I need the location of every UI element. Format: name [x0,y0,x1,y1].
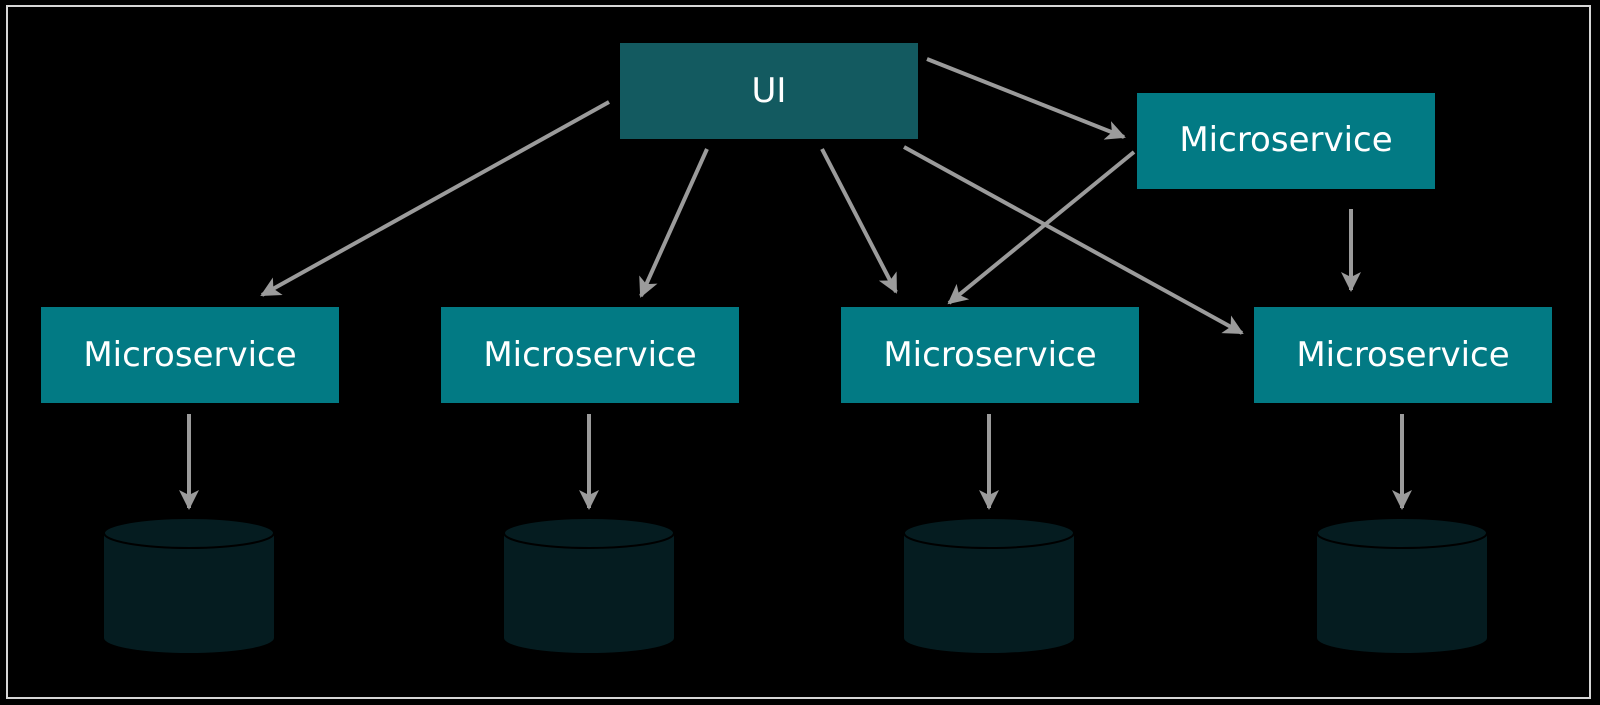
diagram-frame [6,5,1591,699]
ui-box [620,43,918,139]
microservice-label: Microservice [883,335,1096,375]
edge-service-top-right-to-service-3 [947,150,1136,305]
microservice-label: Microservice [83,335,296,375]
microservice-label: Microservice [1179,120,1392,160]
database-icon [1316,517,1488,653]
microservice-box [41,307,339,403]
microservice-box [441,307,739,403]
edge-ui-to-service-4 [903,145,1244,335]
microservice-label: Microservice [483,335,696,375]
ui-label: UI [752,71,787,111]
database-icon [503,517,675,653]
microservice-box [1137,93,1435,189]
edge-ui-to-service-top-right [926,57,1126,140]
microservice-node-4: Microservice [1254,307,1552,403]
database-icon [903,517,1075,653]
ui-node: UI [620,43,918,139]
microservice-box [841,307,1139,403]
edges [179,57,1412,510]
edge-ui-to-service-1 [260,100,610,297]
microservice-node-1: Microservice [41,307,339,403]
microservice-node-top-right: Microservice [1137,93,1435,189]
microservice-node-3: Microservice [841,307,1139,403]
database-icon [103,517,275,653]
microservice-box [1254,307,1552,403]
microservice-node-2: Microservice [441,307,739,403]
edge-ui-to-service-3 [820,148,898,294]
edge-ui-to-service-2 [639,148,709,298]
microservice-label: Microservice [1296,335,1509,375]
